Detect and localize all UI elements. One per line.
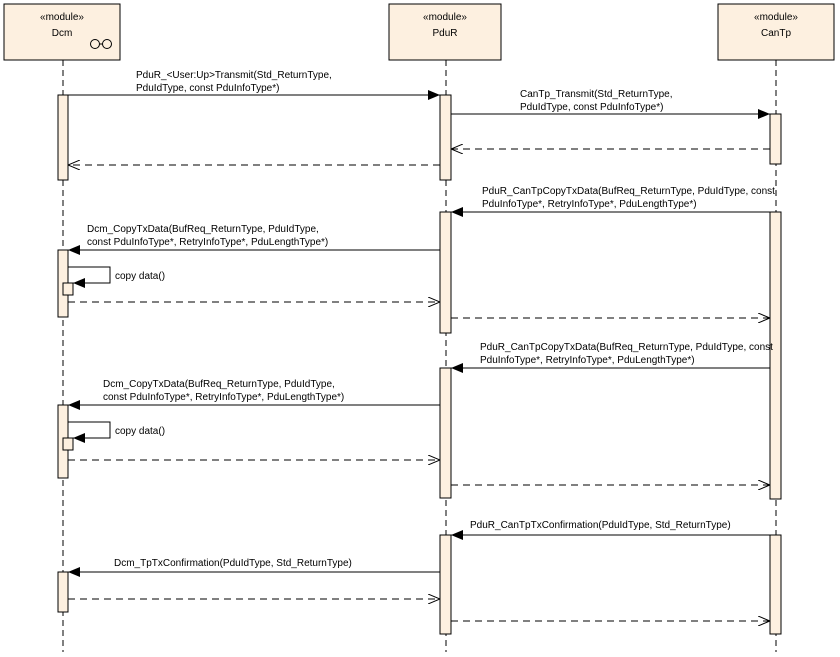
participant-box <box>3 3 121 61</box>
participant-cantp: «module» CanTp <box>717 3 835 61</box>
message-label: Dcm_TpTxConfirmation(PduIdType, Std_Retu… <box>114 558 352 569</box>
participant-pdur: «module» PduR <box>388 3 502 61</box>
activation-bar <box>57 94 69 181</box>
message-label: PduR_CanTpCopyTxData(BufReq_ReturnType, … <box>482 186 775 197</box>
message-label: Dcm_CopyTxData(BufReq_ReturnType, PduIdT… <box>103 379 335 390</box>
message-label: PduIdType, const PduInfoType*) <box>520 102 663 113</box>
message-label: PduR_CanTpTxConfirmation(PduIdType, Std_… <box>470 520 731 531</box>
activation-bar <box>439 211 452 334</box>
message-label: PduR_CanTpCopyTxData(BufReq_ReturnType, … <box>480 342 773 353</box>
participant-dcm: «module» Dcm <box>3 3 121 61</box>
participant-name: CanTp <box>761 28 791 39</box>
message-label: copy data() <box>115 426 165 437</box>
activation-bar-nested <box>62 282 74 296</box>
participant-box <box>388 3 502 61</box>
participant-name: PduR <box>432 28 457 39</box>
activation-bar <box>769 113 782 165</box>
participant-stereotype: «module» <box>754 12 798 23</box>
message-label: PduInfoType*, RetryInfoType*, PduLengthT… <box>480 355 695 366</box>
activation-bar <box>769 211 782 500</box>
message-label: CanTp_Transmit(Std_ReturnType, <box>520 89 672 100</box>
activation-bar <box>57 571 69 613</box>
self-message-arrow <box>68 266 111 288</box>
message-label: const PduInfoType*, RetryInfoType*, PduL… <box>103 392 344 403</box>
message-label: const PduInfoType*, RetryInfoType*, PduL… <box>87 237 328 248</box>
activation-bar <box>439 534 452 635</box>
message-label: copy data() <box>115 271 165 282</box>
message-label: PduInfoType*, RetryInfoType*, PduLengthT… <box>482 199 697 210</box>
participant-stereotype: «module» <box>423 12 467 23</box>
subsystem-icon <box>90 39 112 49</box>
activation-bar <box>439 94 452 181</box>
message-label: Dcm_CopyTxData(BufReq_ReturnType, PduIdT… <box>87 224 319 235</box>
activation-bar <box>439 367 452 499</box>
activation-bar <box>769 534 782 635</box>
participant-name: Dcm <box>52 28 73 39</box>
message-label: PduIdType, const PduInfoType*) <box>136 83 279 94</box>
activation-bar-nested <box>62 437 74 451</box>
message-label: PduR_<User:Up>Transmit(Std_ReturnType, <box>136 70 332 81</box>
participant-stereotype: «module» <box>40 12 84 23</box>
participant-box <box>717 3 835 61</box>
self-message-arrow <box>68 421 111 443</box>
